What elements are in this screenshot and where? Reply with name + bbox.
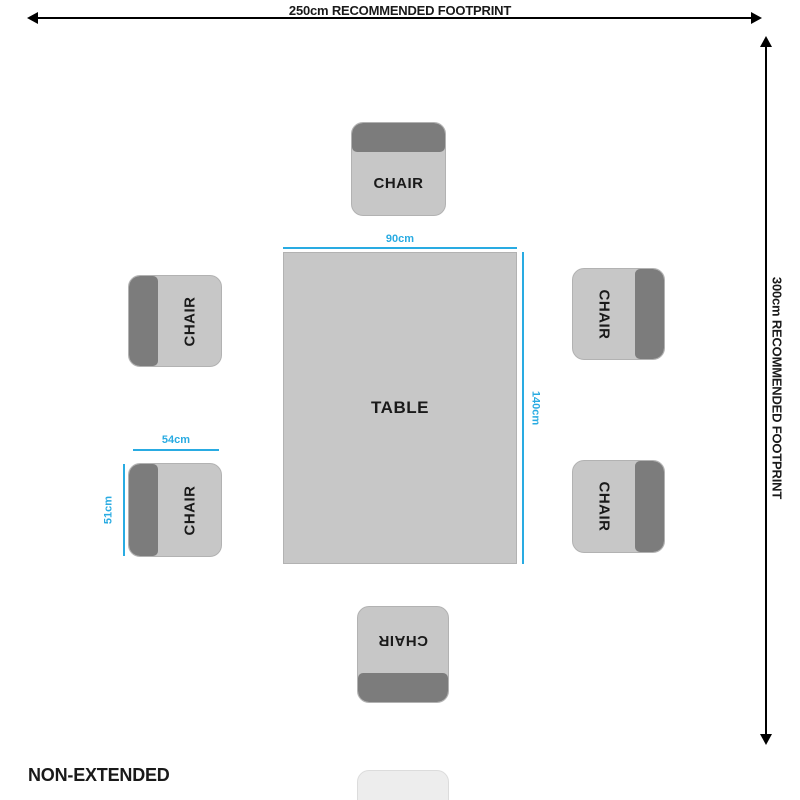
horizontal-arrow-line <box>36 17 752 19</box>
chair-left-upper: CHAIR <box>128 275 222 367</box>
table: TABLE <box>283 252 517 564</box>
footprint-width-label: 250cm RECOMMENDED FOOTPRINT <box>288 3 512 18</box>
chair-width-dim-line <box>133 449 219 451</box>
chair-label-wrap: CHAIR <box>158 464 221 556</box>
arrow-left-icon <box>27 12 38 24</box>
vertical-arrow-line <box>765 45 767 735</box>
chair-right-lower: CHAIR <box>572 460 665 553</box>
table-length-dim-line <box>522 252 524 564</box>
chair-label-wrap: CHAIR <box>358 607 448 673</box>
table-width-dim-label: 90cm <box>385 233 415 245</box>
arrow-right-icon <box>751 12 762 24</box>
chair-label: CHAIR <box>181 485 198 535</box>
chair-back <box>635 269 664 359</box>
chair-depth-dim-label: 51cm <box>102 495 115 525</box>
chair-label: CHAIR <box>595 481 613 532</box>
chair-label-wrap: CHAIR <box>573 269 635 359</box>
partial-chair-cutoff <box>357 770 449 800</box>
chair-back <box>358 673 448 702</box>
chair-label: CHAIR <box>595 289 613 339</box>
chair-label: CHAIR <box>373 175 424 192</box>
chair-back <box>635 461 664 552</box>
table-width-dim-line <box>283 247 517 249</box>
chair-bottom: CHAIR <box>357 606 449 703</box>
table-label: TABLE <box>371 398 429 417</box>
chair-label: CHAIR <box>181 296 198 346</box>
chair-width-dim-label: 54cm <box>161 434 191 446</box>
chair-label: CHAIR <box>378 631 428 649</box>
chair-back <box>352 123 445 152</box>
footprint-height-label: 300cm RECOMMENDED FOOTPRINT <box>769 276 785 500</box>
arrow-down-icon <box>760 734 772 745</box>
chair-depth-dim-line <box>123 464 125 556</box>
chair-right-upper: CHAIR <box>572 268 665 360</box>
chair-back <box>129 276 158 366</box>
chair-label-wrap: CHAIR <box>158 276 221 366</box>
chair-left-lower: CHAIR <box>128 463 222 557</box>
table-length-dim-label: 140cm <box>529 390 542 426</box>
chair-back <box>129 464 158 556</box>
arrow-up-icon <box>760 36 772 47</box>
chair-top: CHAIR <box>351 122 446 216</box>
chair-label-wrap: CHAIR <box>352 152 445 215</box>
chair-label-wrap: CHAIR <box>573 461 635 552</box>
mode-label: NON-EXTENDED <box>28 765 170 785</box>
